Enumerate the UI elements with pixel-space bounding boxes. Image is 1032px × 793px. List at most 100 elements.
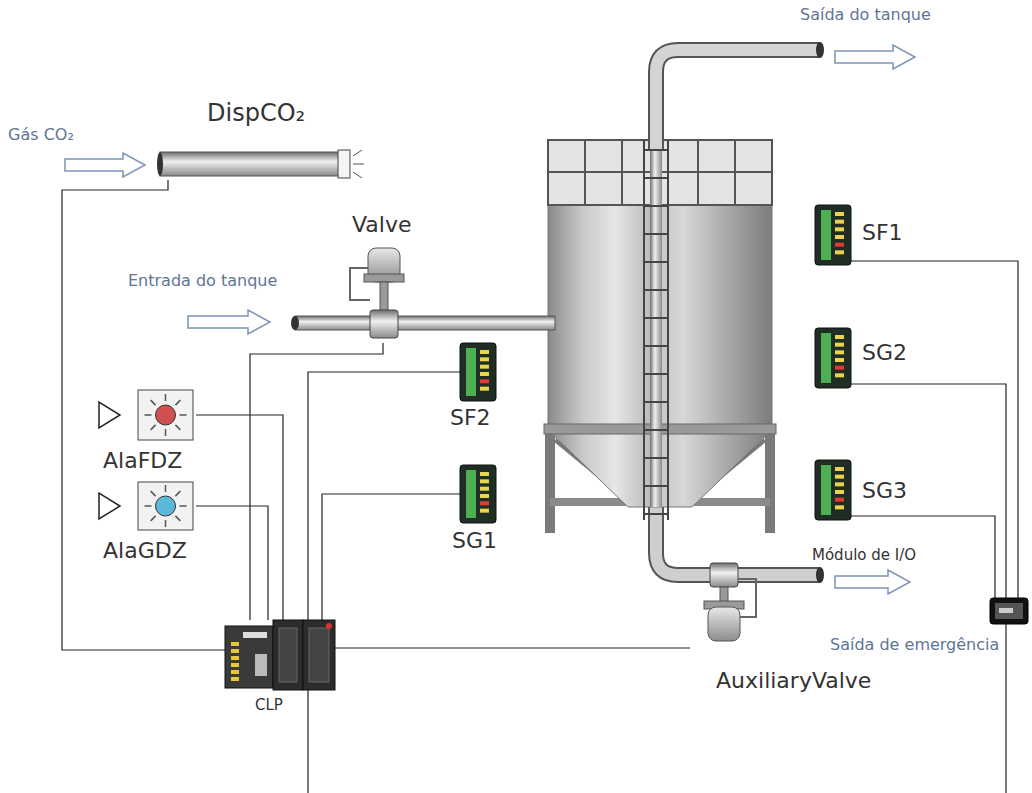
level-sensor-icon-part xyxy=(835,227,844,231)
level-sensor-icon-part xyxy=(835,373,844,377)
tank-body-part xyxy=(584,140,586,205)
tank-ladder-part xyxy=(644,233,668,235)
io-module-icon-part xyxy=(990,598,1028,624)
tank-ladder-part xyxy=(644,457,668,459)
level-sensor-icon-part xyxy=(835,467,844,471)
level-sensor-icon xyxy=(815,328,851,388)
tank-ladder-part xyxy=(643,140,645,520)
flow-arrow-part xyxy=(835,570,910,594)
device-name: AlaFDZ xyxy=(103,448,182,473)
signal-wire xyxy=(196,415,283,620)
tank-ladder-part xyxy=(644,317,668,319)
level-sensor-icon-part xyxy=(480,372,489,376)
top-pipe-part xyxy=(656,50,820,150)
plc-unit-icon-part xyxy=(326,623,332,629)
plc-unit: CLP xyxy=(225,620,335,690)
alarm-lamp-icon-part xyxy=(175,491,180,496)
inlet-valve-icon-part xyxy=(380,282,388,312)
level-sensor: SG3 xyxy=(815,460,851,520)
device-label: Valve xyxy=(352,212,412,237)
inlet-valve-icon-part xyxy=(370,310,398,338)
tank-legs-part xyxy=(545,425,555,533)
auxiliary-valve: AuxiliaryValve xyxy=(690,565,760,655)
alarm-lamp-icon-part xyxy=(165,520,167,527)
alarm-lamp-icon-part xyxy=(138,390,193,440)
level-sensor-icon-part xyxy=(835,366,844,370)
plc-unit-icon-part xyxy=(303,620,335,690)
inlet-pipe xyxy=(291,316,555,330)
level-sensor-icon-part xyxy=(480,350,489,354)
auxiliary-valve-icon-part xyxy=(710,563,738,587)
flow-arrow-part xyxy=(188,310,270,334)
tank-ladder-part xyxy=(667,140,669,520)
level-sensor-icon-part xyxy=(815,460,851,520)
alarm-lamp-icon-part xyxy=(175,400,180,405)
flow-text: Gás CO₂ xyxy=(8,125,74,144)
co2-dispenser-icon-part xyxy=(353,172,362,178)
level-sensor-icon-part xyxy=(480,479,489,483)
device-name: SG3 xyxy=(862,478,907,503)
alarm-lamp: AlaGDZ xyxy=(98,482,196,530)
level-sensor-icon-part xyxy=(460,465,496,523)
level-sensor: SF2 xyxy=(460,343,496,401)
tank-ladder-part xyxy=(644,205,668,207)
alarm-lamp-icon-part xyxy=(156,496,176,516)
alarm-lamp-icon-part xyxy=(165,429,167,436)
top-pipe-part xyxy=(816,42,824,58)
level-sensor-icon-part xyxy=(466,348,476,396)
device-name: SG2 xyxy=(862,340,907,365)
device-name: AuxiliaryValve xyxy=(716,668,871,693)
alarm-lamp-icon-part xyxy=(99,493,120,519)
tank-ladder-part xyxy=(644,149,668,151)
tank-body-part xyxy=(621,140,623,205)
level-sensor-icon-part xyxy=(821,465,831,515)
plc-unit-icon-part xyxy=(231,670,239,674)
plc-unit-icon-part xyxy=(255,654,267,676)
co2-dispenser-icon-part xyxy=(157,152,163,176)
alarm-lamp-icon-part xyxy=(145,505,152,507)
level-sensor-icon-part xyxy=(835,335,844,339)
inlet-valve-icon-part xyxy=(350,268,370,300)
flow-label: Gás CO₂ xyxy=(8,126,74,144)
device-label: SF1 xyxy=(862,220,903,245)
inlet-pipe-part xyxy=(295,316,555,330)
plc-unit-icon-part xyxy=(231,677,239,681)
device-name: SF1 xyxy=(862,220,903,245)
device-label: SG2 xyxy=(862,340,907,365)
alarm-lamp: AlaFDZ xyxy=(98,390,196,440)
io-module-icon xyxy=(990,598,1028,624)
co2-dispenser-icon-part xyxy=(160,152,340,176)
device-name: Valve xyxy=(352,212,412,237)
signal-wire xyxy=(308,372,460,620)
signal-wire xyxy=(851,384,1006,598)
top-pipe-part xyxy=(650,140,662,507)
signal-wire xyxy=(322,494,460,620)
alarm-lamp-icon-part xyxy=(151,491,156,496)
plc-unit-icon-part xyxy=(231,656,239,660)
plc-unit-icon-part xyxy=(243,632,267,638)
alarm-lamp-icon xyxy=(98,482,196,530)
tank-ladder-part xyxy=(644,345,668,347)
device-label: AlaGDZ xyxy=(103,538,187,563)
level-sensor-icon-part xyxy=(815,328,851,388)
tank-ladder-part xyxy=(644,401,668,403)
top-pipe-part xyxy=(656,50,820,150)
level-sensor-icon-part xyxy=(466,470,476,518)
co2-dispenser-icon xyxy=(160,150,365,180)
level-sensor: SG1 xyxy=(460,465,496,523)
outlet-pipe xyxy=(656,505,824,583)
level-sensor-icon-part xyxy=(835,235,844,239)
level-sensor-icon-part xyxy=(835,475,844,479)
tank-ladder-part xyxy=(644,261,668,263)
device-label: AlaFDZ xyxy=(103,448,182,473)
device-label: DispCO₂ xyxy=(207,100,305,128)
inlet-valve-icon-part xyxy=(364,274,404,282)
alarm-lamp-icon-part xyxy=(156,405,176,425)
level-sensor-icon-part xyxy=(480,365,489,369)
tank-ladder-part xyxy=(644,485,668,487)
level-sensor-icon-part xyxy=(480,357,489,361)
device-label: SG3 xyxy=(862,478,907,503)
flow-text: Saída do tanque xyxy=(800,5,931,24)
